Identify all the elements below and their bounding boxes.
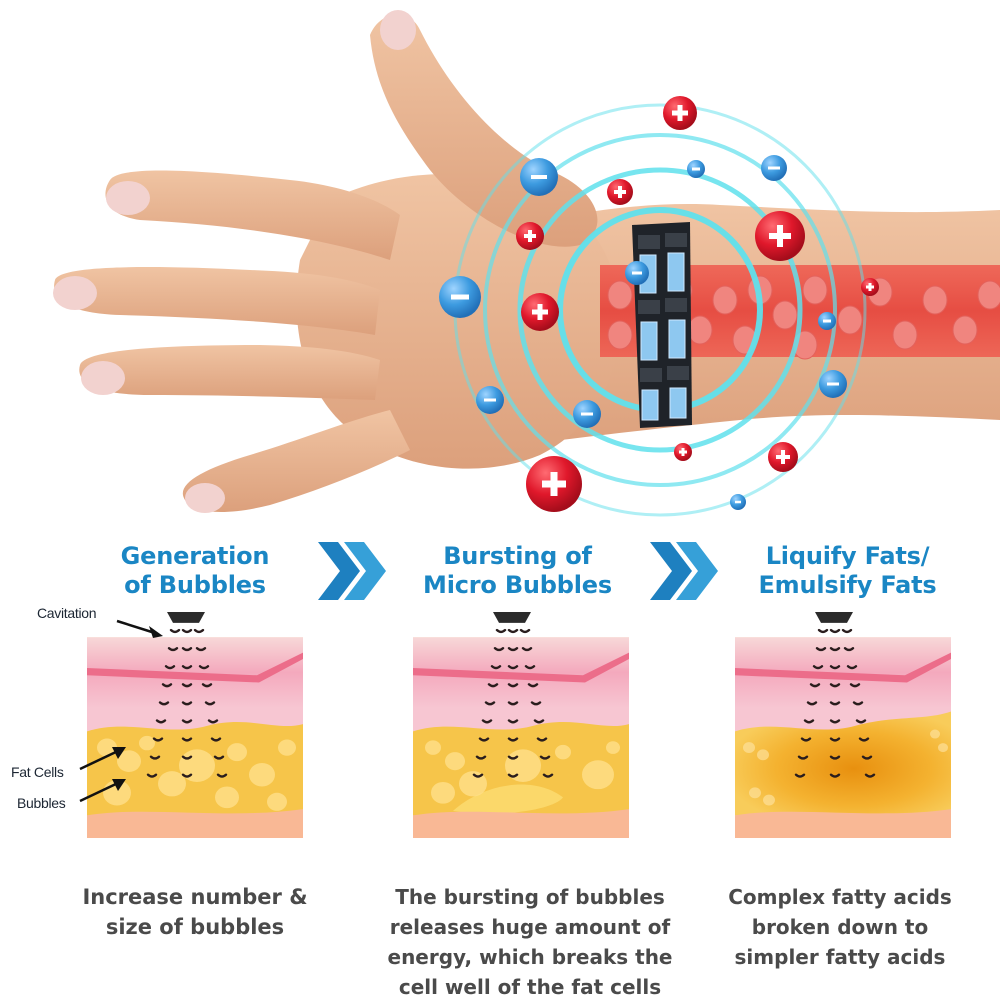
arrow-icon [79,779,126,803]
panel-liquify-fats [735,612,951,838]
step-3-caption: Complex fatty acids broken down to simpl… [728,885,952,969]
cavitation-label: Cavitation [37,605,97,621]
arrow-icon [116,619,163,638]
chevron-right-icon [318,542,386,600]
step-3-title: Liquify Fats/ Emulsify Fats [758,542,937,599]
step-2-caption: The bursting of bubbles releases huge am… [387,885,673,999]
negative-ions [439,155,847,510]
bubbles-label: Bubbles [17,795,66,811]
step-1-caption: Increase number & size of bubbles [82,885,308,939]
fat-cells-label: Fat Cells [11,764,64,780]
hero-illustration [53,10,1000,517]
positive-ions [516,96,879,512]
arrow-icon [79,747,126,771]
step-2-title: Bursting of Micro Bubbles [423,542,612,599]
step-1-title: Generation of Bubbles [120,542,270,599]
chevron-right-icon [650,542,718,600]
panel-bursting-micro-bubbles [413,612,629,838]
panel-generation-of-bubbles [87,612,303,838]
